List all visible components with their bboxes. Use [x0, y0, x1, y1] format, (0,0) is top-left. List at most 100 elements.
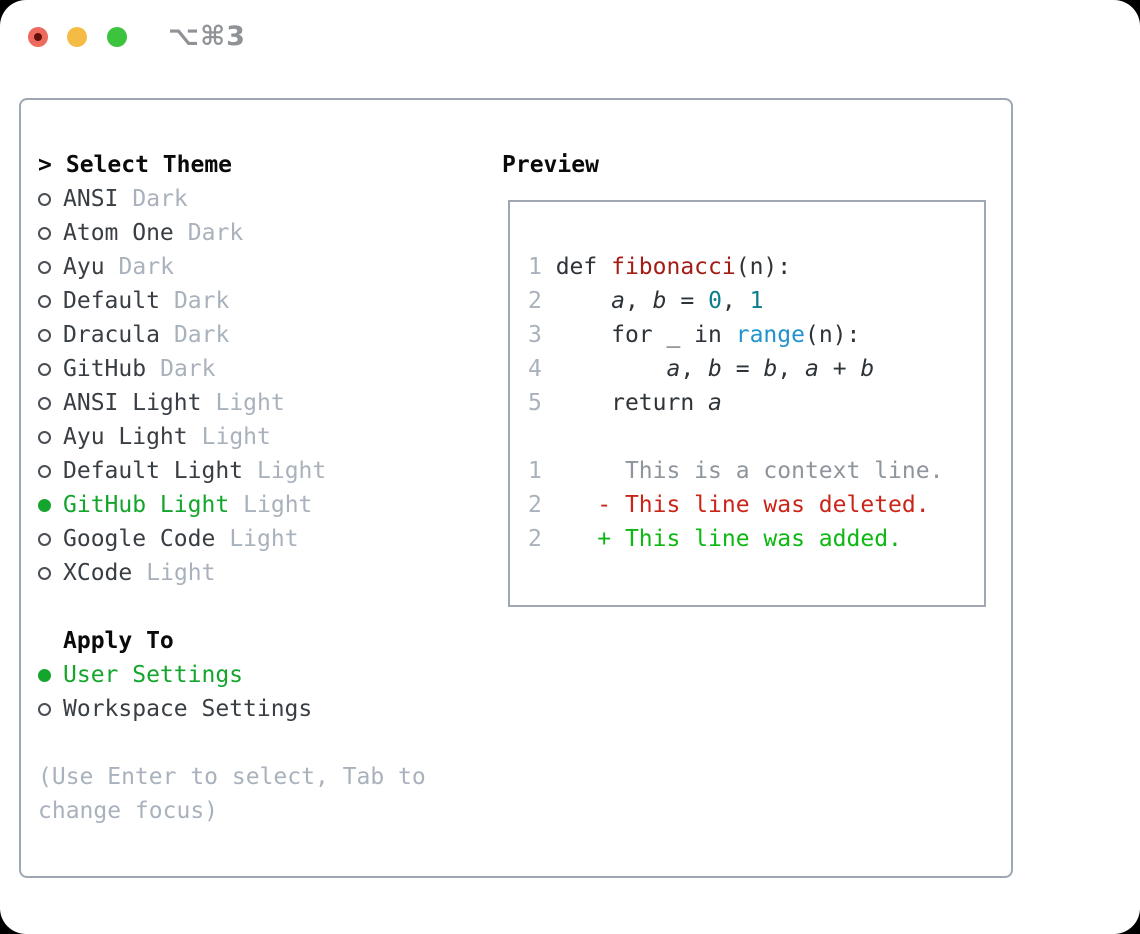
variant-badge: Dark	[132, 186, 188, 212]
theme-option[interactable]: XCode Light	[38, 556, 326, 590]
option-label: GitHub	[63, 356, 147, 382]
variant-badge: Dark	[187, 220, 244, 246]
option-label: Default	[63, 288, 160, 314]
select-theme-header: > Select Theme	[38, 148, 232, 182]
radio-icon	[38, 294, 51, 308]
theme-option[interactable]: Default Light Light	[38, 454, 326, 488]
code-line: 2 + This line was added.	[528, 522, 943, 556]
theme-option[interactable]: ANSI Light Light	[38, 386, 326, 420]
minimize-button[interactable]	[67, 27, 87, 47]
theme-option[interactable]: GitHub Dark	[38, 352, 326, 386]
option-label: Default Light	[63, 458, 244, 484]
option-label: ANSI Light	[63, 390, 202, 416]
line-number: 2	[528, 526, 556, 552]
apply-to-option[interactable]: Workspace Settings	[38, 692, 312, 726]
line-number: 1	[528, 254, 556, 280]
code-segment	[556, 356, 667, 382]
theme-option[interactable]: Google Code Light	[38, 522, 326, 556]
line-number: 2	[528, 288, 556, 314]
code-line: 1 This is a context line.	[528, 454, 943, 488]
line-number: 5	[528, 390, 556, 416]
line-number: 3	[528, 322, 556, 348]
code-line: 5 return a	[528, 386, 943, 420]
code-segment: a	[708, 390, 722, 416]
theme-option[interactable]: Default Dark	[38, 284, 326, 318]
code-segment: a	[666, 356, 681, 382]
radio-icon	[38, 532, 51, 546]
code-segment: ,	[777, 356, 806, 382]
theme-option[interactable]: Ayu Dark	[38, 250, 326, 284]
option-label: Workspace Settings	[63, 696, 313, 722]
apply-to-header: Apply To	[63, 628, 174, 654]
code-line: 3 for _ in range(n):	[528, 318, 943, 352]
close-button[interactable]	[28, 27, 48, 47]
code-line	[528, 420, 943, 454]
code-segment: + This line was added.	[555, 526, 902, 552]
radio-icon	[38, 702, 51, 716]
radio-icon	[38, 396, 51, 410]
code-segment: 1	[749, 288, 764, 314]
radio-icon	[38, 464, 51, 478]
code-segment: (n):	[804, 322, 861, 348]
radio-icon	[38, 192, 51, 206]
option-label: Ayu	[63, 254, 105, 280]
code-segment: ,	[680, 356, 709, 382]
code-segment: =	[666, 288, 709, 314]
option-label: GitHub Light	[63, 492, 230, 518]
variant-badge: Light	[215, 390, 285, 416]
radio-icon	[38, 226, 51, 240]
code-segment: - This line was deleted.	[555, 492, 930, 518]
code-segment: =	[721, 356, 764, 382]
option-label: Ayu Light	[63, 424, 188, 450]
code-segment: for _ in	[555, 322, 736, 348]
variant-badge: Light	[146, 560, 216, 586]
option-label: User Settings	[63, 662, 244, 688]
option-label: XCode	[63, 560, 133, 586]
preview-header: Preview	[502, 152, 599, 178]
variant-badge: Light	[257, 458, 327, 484]
code-segment: ,	[624, 288, 653, 314]
radio-selected-icon	[38, 498, 51, 512]
header-caret-icon: >	[38, 152, 52, 178]
code-line: 2 - This line was deleted.	[528, 488, 943, 522]
window-title: ⌥⌘3	[168, 21, 246, 52]
radio-icon	[38, 430, 51, 444]
zoom-button[interactable]	[107, 27, 127, 47]
variant-badge: Dark	[173, 288, 230, 314]
line-number: 1	[528, 458, 556, 484]
theme-option[interactable]: GitHub Light Light	[38, 488, 326, 522]
code-segment: fibonacci	[611, 254, 736, 280]
option-label: Google Code	[63, 526, 216, 552]
radio-icon	[38, 260, 51, 274]
radio-icon	[38, 362, 51, 376]
variant-badge: Dark	[118, 254, 174, 280]
theme-option[interactable]: Atom One Dark	[38, 216, 326, 250]
variant-badge: Light	[229, 526, 299, 552]
radio-selected-icon	[38, 668, 51, 682]
radio-icon	[38, 566, 51, 580]
variant-badge: Dark	[160, 356, 216, 382]
line-number: 2	[528, 492, 556, 518]
apply-to-option[interactable]: User Settings	[38, 658, 312, 692]
code-segment: b	[708, 356, 722, 382]
variant-badge: Dark	[173, 322, 230, 348]
radio-icon	[38, 328, 51, 342]
option-label: Atom One	[63, 220, 174, 246]
code-segment: return	[555, 390, 709, 416]
line-number: 4	[528, 356, 556, 382]
variant-badge: Light	[243, 492, 313, 518]
code-segment: range	[735, 322, 805, 348]
code-segment: b	[652, 288, 667, 314]
code-segment: b	[860, 356, 875, 382]
code-line: 1 def fibonacci(n):	[528, 250, 943, 284]
code-segment: This is a context line.	[555, 458, 944, 484]
code-segment: ,	[721, 288, 750, 314]
